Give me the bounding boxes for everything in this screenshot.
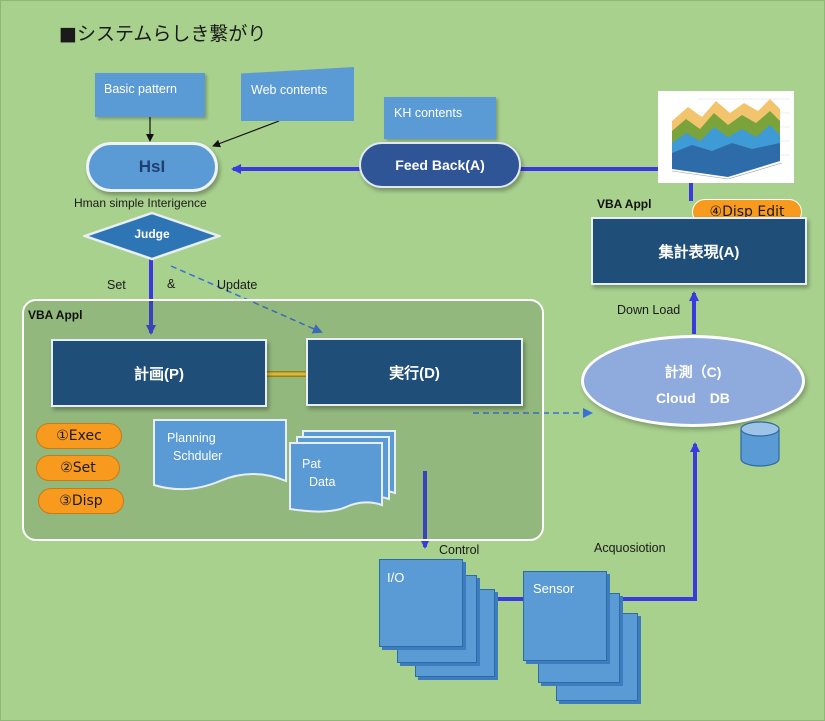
set-pill-button[interactable]: ②Set (36, 455, 120, 481)
judge-node (83, 211, 221, 261)
feedback-node: Feed Back(A) (359, 142, 521, 188)
disp-edit-pill-label: ④Disp Edit (709, 204, 785, 220)
label-download: Down Load (617, 303, 681, 317)
vba-appl-left-label: VBA Appl (28, 308, 83, 322)
exec-pill-label: ①Exec (56, 428, 102, 444)
disp-pill-label: ③Disp (59, 493, 103, 509)
disp-pill-button[interactable]: ③Disp (38, 488, 124, 514)
label-update: Update (217, 278, 258, 292)
pat-line1: Pat (302, 457, 321, 471)
pat-data-shape (289, 430, 396, 513)
hsi-label: HsI (138, 157, 166, 176)
planning-line2: Schduler (173, 449, 223, 463)
note-basic-pattern-label: Basic pattern (104, 82, 177, 96)
exec-pill-button[interactable]: ①Exec (36, 423, 122, 449)
feedback-label: Feed Back(A) (395, 157, 485, 173)
page-title: ■システムらしき繋がり (59, 23, 267, 45)
exec-label: 実行(D) (389, 364, 440, 382)
plan-label: 計画(P) (134, 365, 184, 383)
note-basic-pattern: Basic pattern (95, 73, 205, 117)
label-acquisition: Acquosiotion (594, 541, 666, 555)
hsi-caption: Hman simple Interigence (74, 196, 207, 210)
arrow-web-to-hsi (212, 120, 280, 148)
chart-thumbnail-image (658, 91, 794, 183)
io-cube-front (379, 559, 463, 647)
plan-box: 計画(P) (51, 339, 267, 407)
io-label: I/O (387, 570, 405, 585)
planning-scheduler-shape (153, 419, 287, 491)
judge-label: Judge (134, 227, 170, 241)
note-kh-contents-label: KH contents (394, 106, 463, 120)
aggregate-box: 集計表現(A) (591, 217, 807, 285)
label-control: Control (439, 543, 480, 557)
note-kh-contents: KH contents (384, 97, 496, 139)
label-amp: & (167, 277, 176, 291)
chart-thumbnail-graphic (671, 98, 790, 180)
aggregate-label: 集計表現(A) (658, 243, 740, 261)
sensor-cube-front (523, 571, 607, 661)
label-set: Set (107, 278, 126, 292)
sensor-label: Sensor (533, 581, 575, 596)
cloud-line2: Cloud DB (656, 390, 730, 406)
note-web-contents-label: Web contents (251, 83, 328, 97)
note-web-contents: Web contents (241, 67, 354, 121)
pat-line2: Data (309, 475, 336, 489)
set-pill-label: ②Set (60, 460, 96, 476)
vba-appl-right-label: VBA Appl (597, 197, 652, 211)
database-icon (740, 421, 780, 467)
cloud-line1: 計測（C) (664, 364, 722, 380)
arrow-acquisition (609, 442, 700, 601)
hsi-node: HsI (86, 142, 218, 192)
planning-line1: Planning (167, 431, 216, 445)
exec-box: 実行(D) (306, 338, 523, 406)
cloud-db-node (581, 335, 805, 427)
